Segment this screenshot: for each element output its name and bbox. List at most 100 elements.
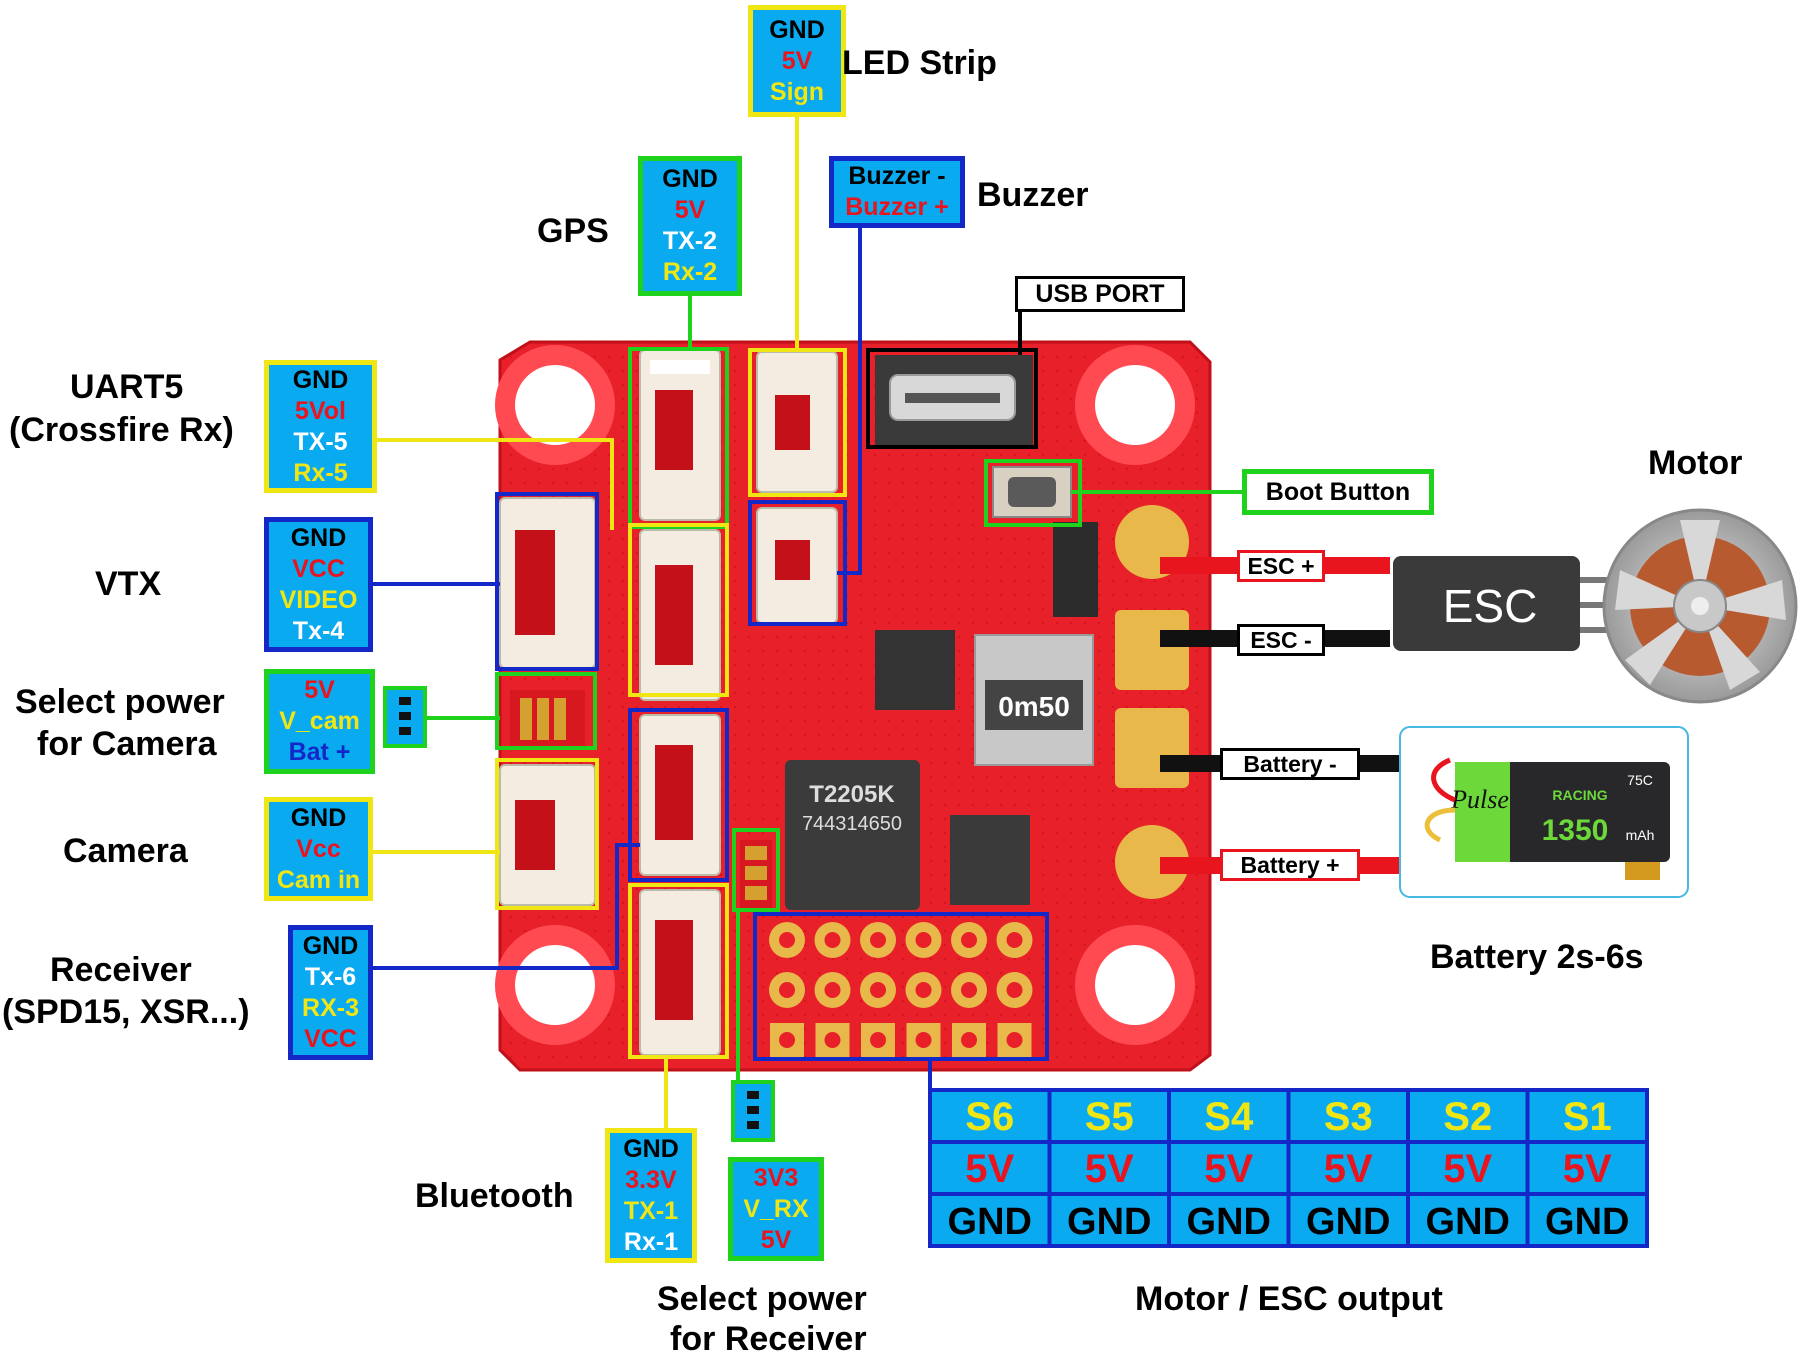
battery-image: Pulse RACING 1350 mAh 75C [1399,726,1689,898]
connector-buzzer [756,507,838,624]
pcb-board [495,340,1212,1072]
highlight-receiver [628,883,729,1059]
highlight-led [748,348,847,497]
cam-power-pin-5v: 5V [304,676,335,704]
output-power-label: 5V [1085,1147,1134,1191]
vtx-heading: VTX [95,565,162,603]
connector-led [756,351,838,493]
gps-pins: GND 5V TX-2 Rx-2 [638,156,742,296]
rx-power-pin-vrx: V_RX [743,1194,809,1223]
output-power-label: 5V [965,1147,1014,1191]
solder-pad-hole [870,932,886,948]
output-signal-label: S4 [1204,1095,1254,1139]
output-power-label: 5V [1204,1147,1253,1191]
highlight-rx-power [732,828,780,912]
solder-pad-hole [1006,982,1023,998]
battery-brand-text: Pulse [1450,785,1509,814]
rx-power-jumper [740,840,772,908]
highlight-buzzer [748,500,847,626]
output-cell [928,1140,1052,1196]
solder-pad-hole [870,982,886,998]
camera-pin-vcc: Vcc [296,834,341,863]
led-strip-heading: LED Strip [842,44,997,82]
solder-pad-hole [824,932,841,948]
mounting-hole-bottom-left [495,925,615,1045]
output-signal-label: S2 [1443,1095,1492,1139]
select-rx-heading-1: Select power [657,1280,867,1318]
motor-image [1602,508,1798,704]
output-ground-label: GND [1067,1201,1151,1243]
inductor-code-text: T2205K [809,781,895,808]
bluetooth-pin-gnd: GND [623,1134,679,1163]
solder-pad-hole [915,1032,932,1048]
receiver-subheading: (SPD15, XSR...) [2,993,250,1031]
rx-power-pins: 3V3 V_RX 5V [728,1157,824,1261]
regulator-ic [950,815,1030,905]
receiver-pin-tx6: Tx-6 [304,962,357,991]
buzzer-pins: Buzzer - Buzzer + [829,156,965,228]
uart5-subheading: (Crossfire Rx) [9,411,234,449]
output-cell [1167,1140,1291,1196]
uart5-pins: GND 5Vol TX-5 Rx-5 [264,360,377,493]
uart5-pin-5vol: 5Vol [295,396,346,425]
cam-power-jumper [510,690,585,750]
output-ground-label: GND [1306,1201,1390,1243]
motor-esc-output-heading: Motor / ESC output [1135,1280,1443,1318]
output-ground-label: GND [1426,1201,1510,1243]
solder-pad-hole [824,982,841,998]
highlight-camera [495,758,599,910]
esc-plus-tag: ESC + [1237,550,1325,582]
vtx-pin-video: VIDEO [279,585,358,614]
rx-power-selector-icon [731,1080,775,1142]
highlight-motor-pads [753,912,1049,1061]
output-cell [1406,1192,1530,1248]
pad-bat-plus [1115,825,1189,899]
buzzer-pin-minus: Buzzer - [848,162,946,190]
boot-button-tag: Boot Button [1242,469,1434,515]
output-signal-label: S6 [965,1095,1014,1139]
solder-pad-hole [915,982,932,998]
connector-bluetooth-uart [639,529,721,701]
highlight-usb [866,348,1038,449]
bluetooth-pins: GND 3.3V TX-1 Rx-1 [605,1128,697,1263]
camera-heading: Camera [63,832,188,870]
led-pin-gnd: GND [769,15,825,44]
uart5-pin-rx5: Rx-5 [293,458,348,487]
output-cell [1525,1192,1649,1248]
motor-output-pads [769,922,1033,1057]
vtx-pin-gnd: GND [290,523,347,552]
rx-power-pin-3v3: 3V3 [753,1163,799,1192]
receiver-pins: GND Tx-6 RX-3 VCC [288,925,373,1060]
bluetooth-pin-tx1: TX-1 [623,1196,679,1225]
receiver-pin-vcc: VCC [304,1024,357,1053]
gps-pin-gnd: GND [662,165,718,193]
camera-pin-gnd: GND [290,803,347,832]
output-cell [1525,1140,1649,1196]
vtx-pin-tx4: Tx-4 [292,616,345,645]
vtx-pin-vcc: VCC [292,554,345,583]
connector-vtx [499,497,596,669]
output-cell [1047,1140,1171,1196]
pad-gnd-out [1115,610,1189,690]
output-cell [928,1192,1052,1248]
mounting-hole-top-left [495,345,615,465]
inductor: T2205K 744314650 [785,760,920,910]
select-cam-heading-1: Select power [15,683,225,721]
cam-power-pin-bat: Bat + [288,738,351,766]
receiver-pin-rx3: RX-3 [302,993,359,1022]
buzzer-pin-plus: Buzzer + [845,193,949,221]
solder-pad-hole [779,932,795,948]
gps-heading: GPS [537,212,609,250]
connector-osd [639,714,721,876]
mounting-hole-bottom-right [1075,925,1195,1045]
gps-pin-tx2: TX-2 [662,227,718,255]
vtx-pins: GND VCC VIDEO Tx-4 [264,517,373,652]
battery-heading: Battery 2s-6s [1430,938,1644,976]
gps-pin-5v: 5V [674,196,706,224]
gps-pin-rx2: Rx-2 [662,258,718,286]
cam-power-pins: 5V V_cam Bat + [264,669,375,774]
solder-pad-hole [779,1032,795,1048]
cam-power-selector-icon [383,686,427,748]
battery-unit-text: mAh [1626,827,1655,843]
